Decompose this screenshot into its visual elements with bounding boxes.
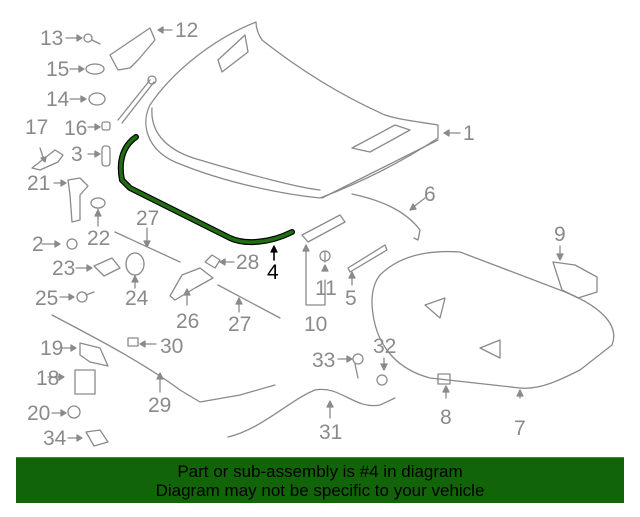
label-part-26[interactable]: 26 xyxy=(176,310,200,333)
label-part-14[interactable]: 14 xyxy=(46,88,70,111)
label-part-17[interactable]: 17 xyxy=(25,116,49,139)
label-part-22[interactable]: 22 xyxy=(87,227,111,250)
label-part-30[interactable]: 30 xyxy=(160,335,184,358)
label-part-9[interactable]: 9 xyxy=(554,223,566,246)
label-part-27-upper[interactable]: 27 xyxy=(136,207,160,230)
label-part-20[interactable]: 20 xyxy=(27,402,51,425)
label-part-19[interactable]: 19 xyxy=(40,337,64,360)
label-part-23[interactable]: 23 xyxy=(52,257,76,280)
label-part-2[interactable]: 2 xyxy=(32,233,44,256)
label-part-5[interactable]: 5 xyxy=(345,287,357,310)
label-part-10[interactable]: 10 xyxy=(304,313,328,336)
label-part-4[interactable]: 4 xyxy=(267,261,279,284)
label-part-21[interactable]: 21 xyxy=(27,172,51,195)
label-part-31[interactable]: 31 xyxy=(319,421,343,444)
label-part-1[interactable]: 1 xyxy=(463,122,475,145)
label-part-27-lower[interactable]: 27 xyxy=(228,313,252,336)
label-part-34[interactable]: 34 xyxy=(43,427,67,450)
label-part-15[interactable]: 15 xyxy=(46,58,70,81)
label-part-6[interactable]: 6 xyxy=(424,183,436,206)
label-part-28[interactable]: 28 xyxy=(236,251,260,274)
label-part-12[interactable]: 12 xyxy=(175,19,199,42)
label-part-32[interactable]: 32 xyxy=(373,335,397,358)
banner-disclaimer-line: Diagram may not be specific to your vehi… xyxy=(155,480,485,500)
weatherstrip-highlight-icon xyxy=(117,134,295,246)
banner-part-line: Part or sub-assembly is #4 in diagram xyxy=(177,461,463,481)
label-part-18[interactable]: 18 xyxy=(36,367,60,390)
label-part-8[interactable]: 8 xyxy=(440,406,452,429)
label-part-11[interactable]: 11 xyxy=(315,277,337,300)
label-part-24[interactable]: 24 xyxy=(125,287,149,310)
label-part-13[interactable]: 13 xyxy=(40,27,64,50)
label-part-16[interactable]: 16 xyxy=(64,117,88,140)
label-part-7[interactable]: 7 xyxy=(514,417,526,440)
label-part-29[interactable]: 29 xyxy=(148,394,172,417)
label-part-25[interactable]: 25 xyxy=(35,287,59,310)
label-part-33[interactable]: 33 xyxy=(312,349,336,372)
label-part-3[interactable]: 3 xyxy=(71,143,83,166)
hood-panel-icon xyxy=(145,21,439,199)
part-info-banner: Part or sub-assembly is #4 in diagram Di… xyxy=(16,457,624,503)
